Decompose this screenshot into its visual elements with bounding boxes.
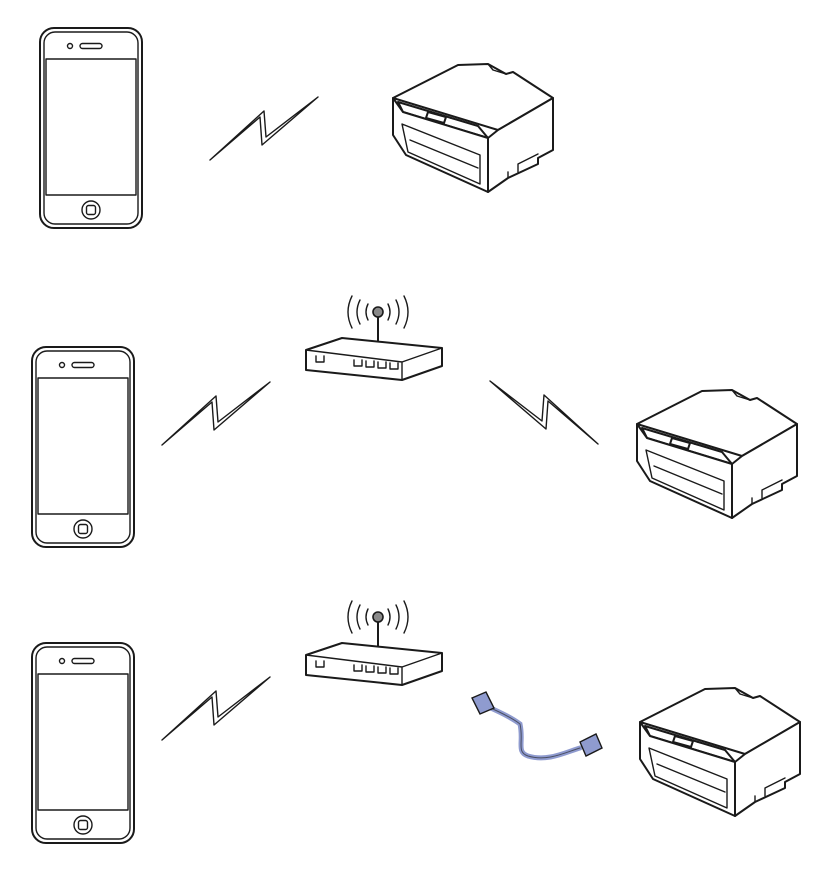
printer-icon xyxy=(636,389,798,519)
wireless-router-icon xyxy=(305,600,443,686)
wireless-router-icon xyxy=(305,295,443,381)
ethernet-cable-icon xyxy=(471,691,603,761)
printer-icon xyxy=(639,687,801,817)
smartphone-icon xyxy=(39,27,143,229)
lightning-signal-icon xyxy=(161,676,271,741)
scenario-router-wired xyxy=(31,600,801,844)
lightning-signal-icon xyxy=(161,381,271,446)
lightning-signal-icon xyxy=(489,380,599,445)
lightning-signal-icon xyxy=(209,96,319,161)
scenario-router-wireless xyxy=(31,295,798,548)
scenario-direct xyxy=(39,27,554,229)
smartphone-icon xyxy=(31,642,135,844)
printer-icon xyxy=(392,63,554,193)
smartphone-icon xyxy=(31,346,135,548)
